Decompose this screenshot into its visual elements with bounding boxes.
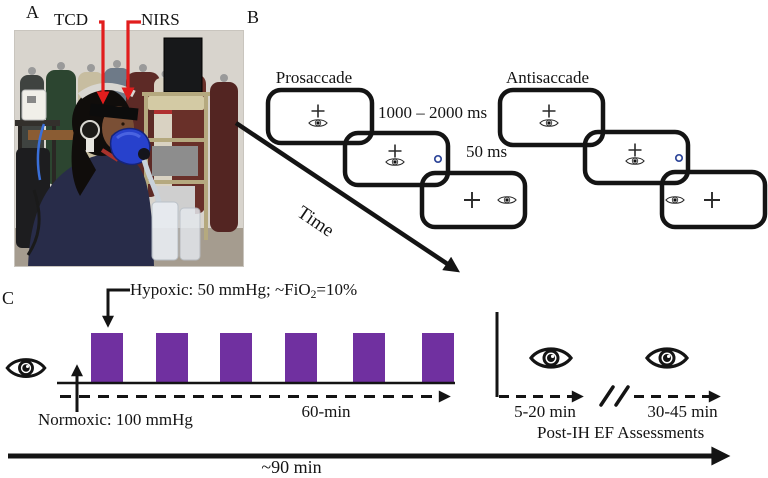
fixation-cross — [704, 192, 720, 208]
antisaccade-title: Antisaccade — [505, 68, 590, 87]
target-duration-label: 50 ms — [466, 142, 508, 161]
white-device — [21, 89, 47, 121]
panel-a-label: A — [26, 2, 39, 22]
eye-icon — [308, 119, 328, 127]
ear-probe — [80, 120, 100, 140]
torso — [28, 153, 154, 267]
tcd-arrow — [96, 20, 110, 105]
panel-b-label: B — [247, 7, 260, 27]
hypoxia-bar — [156, 333, 188, 383]
air-tube — [141, 159, 163, 206]
normoxic-label: Normoxic: 100 mmHg — [38, 410, 193, 429]
eye-icon — [625, 157, 645, 165]
fixation-duration-label: 1000 – 2000 ms — [378, 103, 488, 122]
hypoxic-label-sub: 2 — [310, 287, 317, 301]
target-circle — [433, 154, 443, 164]
eye-icon — [645, 347, 689, 369]
hypoxic-label: Hypoxic: 50 mmHg; ~FiO2=10% — [130, 280, 357, 301]
cart-device — [152, 146, 198, 176]
blue-tubing — [36, 123, 46, 181]
mask-port — [138, 148, 150, 160]
eye-icon — [539, 119, 559, 127]
hypoxia-bars — [91, 333, 454, 383]
eye-icon — [385, 158, 405, 166]
antisaccade-screen-3 — [659, 169, 768, 230]
keyboard — [148, 96, 204, 110]
fixation-cross — [542, 104, 556, 118]
fixation-cross — [464, 192, 480, 208]
participant — [26, 83, 201, 267]
prosaccade-screen-2 — [342, 130, 451, 188]
monitor — [163, 37, 203, 93]
tcd-headband — [89, 103, 139, 121]
saccade-screens — [265, 87, 768, 230]
ih-duration-label: 60-min — [301, 402, 351, 421]
fixation-cross — [388, 144, 402, 158]
prosaccade-screen-1 — [265, 87, 375, 146]
eye-icon — [497, 196, 517, 204]
time-arrow — [234, 121, 460, 273]
hypoxia-bar — [91, 333, 123, 383]
total-duration-label: ~90 min — [261, 457, 322, 477]
panel-c-label: C — [2, 288, 15, 308]
target-circle — [674, 153, 684, 163]
eye-icon — [5, 358, 47, 378]
hypoxic-label-prefix: Hypoxic: 50 mmHg; ~FiO — [130, 280, 311, 299]
tcd-label: TCD — [54, 10, 88, 29]
nirs-label: NIRS — [141, 10, 180, 29]
hypoxia-bar — [220, 333, 252, 383]
fixation-cross — [628, 143, 642, 157]
nirs-arrow — [121, 20, 141, 101]
reservoir-bag — [151, 201, 179, 261]
eye-icon — [529, 347, 573, 369]
hypoxic-callout-arrow — [102, 288, 130, 328]
antisaccade-screen-2 — [582, 129, 691, 186]
prosaccade-screen-3 — [419, 170, 528, 230]
fixation-crosses — [311, 104, 720, 208]
fixation-cross — [311, 104, 325, 118]
hypoxic-label-suffix: =10% — [316, 280, 358, 299]
post-assessment-title: Post-IH EF Assessments — [537, 423, 705, 442]
post-assessment-1-label: 5-20 min — [514, 402, 576, 421]
prosaccade-title: Prosaccade — [275, 68, 353, 87]
post-assessment-2-label: 30-45 min — [647, 402, 718, 421]
antisaccade-screen-1 — [497, 87, 606, 148]
timeline-break — [599, 385, 630, 407]
cable — [26, 189, 41, 256]
hypoxia-bar — [285, 333, 317, 383]
eye-icon — [665, 196, 685, 204]
hypoxia-bar — [422, 333, 454, 383]
hypoxia-bar — [353, 333, 385, 383]
